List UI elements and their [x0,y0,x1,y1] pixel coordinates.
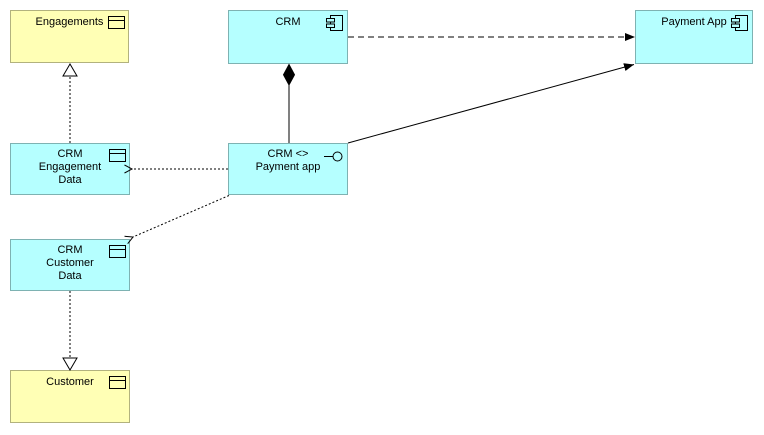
node-label: Customer [46,376,94,388]
node-label: Payment App [661,16,727,28]
node-crm-customer-data[interactable]: CRM Customer Data [10,239,130,291]
node-label: Engagements [35,16,104,28]
interface-lollipop-icon [324,151,343,162]
node-crm[interactable]: CRM [228,10,348,64]
data-object-icon [109,149,126,162]
component-icon [326,15,343,31]
component-icon [731,15,748,31]
data-object-icon [109,245,126,258]
node-crm-engagement-data[interactable]: CRM Engagement Data [10,143,130,195]
node-label: CRM [275,16,301,28]
relation-composition-crm-interface[interactable] [282,63,296,144]
node-engagements[interactable]: Engagements [10,10,129,63]
business-object-icon [109,376,126,389]
relation-realization-engagements[interactable] [62,63,78,143]
node-crm-payment-interface[interactable]: CRM <> Payment app [228,143,348,195]
relation-access-customer-data[interactable] [124,195,230,244]
relation-realization-customer[interactable] [62,291,78,371]
node-customer[interactable]: Customer [10,370,130,423]
node-payment-app[interactable]: Payment App [635,10,753,64]
node-label: CRM <> Payment app [255,148,321,173]
business-object-icon [108,16,125,29]
node-label: CRM Engagement Data [38,148,102,186]
node-label: CRM Customer Data [46,244,94,282]
relation-arrow-interface-paymentapp[interactable] [347,63,635,144]
